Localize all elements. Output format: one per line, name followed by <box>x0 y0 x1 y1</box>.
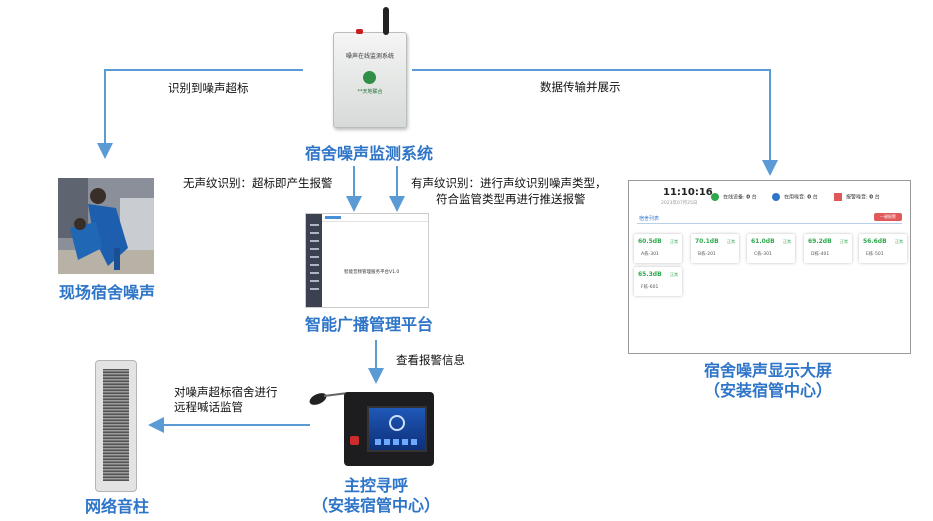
noise-icon <box>772 193 780 201</box>
stat-alarm: 报警噪音: 0 台 <box>834 193 880 201</box>
device-brand: **天地联合 <box>357 89 383 95</box>
edge-label-to-speaker-2: 远程喊话监管 <box>174 400 243 414</box>
edge-label-to-console: 查看报警信息 <box>396 353 465 367</box>
arrow-monitor-to-display <box>412 69 778 176</box>
display-label-line1: 宿舍噪声显示大屏 <box>703 361 832 380</box>
dormitory-scene-photo <box>58 178 154 274</box>
platform-sidebar <box>306 214 322 307</box>
console-label-line1: 主控寻呼 <box>343 476 408 495</box>
stat-in-use: 在用噪音: 0 台 <box>772 193 818 201</box>
tab-dorm-list[interactable]: 宿舍列表 <box>639 216 660 222</box>
speaker-label: 网络音柱 <box>84 497 149 516</box>
antenna-icon <box>383 7 389 35</box>
noise-monitor-device: 噪声在线监测系统 **天地联合 <box>333 7 407 128</box>
edge-label-to-speaker-1: 对噪声超标宿舍进行 <box>174 385 278 399</box>
speaker-grill <box>103 369 129 481</box>
edge-label-voiceprint-2: 符合监管类型再进行推送报警 <box>436 192 586 206</box>
console-logo-icon <box>389 415 405 431</box>
network-speaker-column <box>95 360 137 492</box>
platform-label: 智能广播管理平台 <box>304 315 433 334</box>
platform-screen-text: 智能音频管理服务平台V1.0 <box>344 270 400 275</box>
dashboard-time: 11:10:16 <box>663 187 713 198</box>
platform-screenshot: 智能音频管理服务平台V1.0 <box>305 213 429 308</box>
platform-topbar <box>322 214 428 222</box>
edge-label-no-voiceprint: 无声纹识别：超标即产生报警 <box>183 176 333 190</box>
console-red-button <box>350 436 359 445</box>
noise-display-dashboard: 11:10:16 2023年07月25日 在线设备: 0 台 在用噪音: 0 台… <box>628 180 911 354</box>
arrow-monitor-to-scene <box>97 69 303 159</box>
warning-icon <box>834 193 842 201</box>
edge-label-voiceprint-1: 有声纹识别：进行声纹识别噪声类型， <box>411 176 607 190</box>
stat-online: 在线设备: 0 台 <box>711 193 757 201</box>
scene-illustration <box>58 178 154 274</box>
edge-label-to-scene: 识别到噪声超标 <box>168 81 249 95</box>
edge-label-to-display: 数据传输并展示 <box>540 80 621 94</box>
indicator-light <box>356 29 363 34</box>
display-label-line2: （安装宿管中心） <box>703 381 832 400</box>
scene-label: 现场宿舍噪声 <box>58 283 155 302</box>
dashboard-date: 2023年07月25日 <box>661 201 698 206</box>
monitor-system-label: 宿舍噪声监测系统 <box>304 144 433 163</box>
device-logo-icon <box>363 71 376 84</box>
device-title: 噪声在线监测系统 <box>345 53 394 60</box>
console-screen <box>367 406 427 452</box>
console-label-line2: （安装宿管中心） <box>311 496 440 515</box>
alarm-button[interactable]: 一键报警 <box>874 213 902 221</box>
paging-console <box>344 392 434 466</box>
device-grid-icon <box>711 193 719 201</box>
